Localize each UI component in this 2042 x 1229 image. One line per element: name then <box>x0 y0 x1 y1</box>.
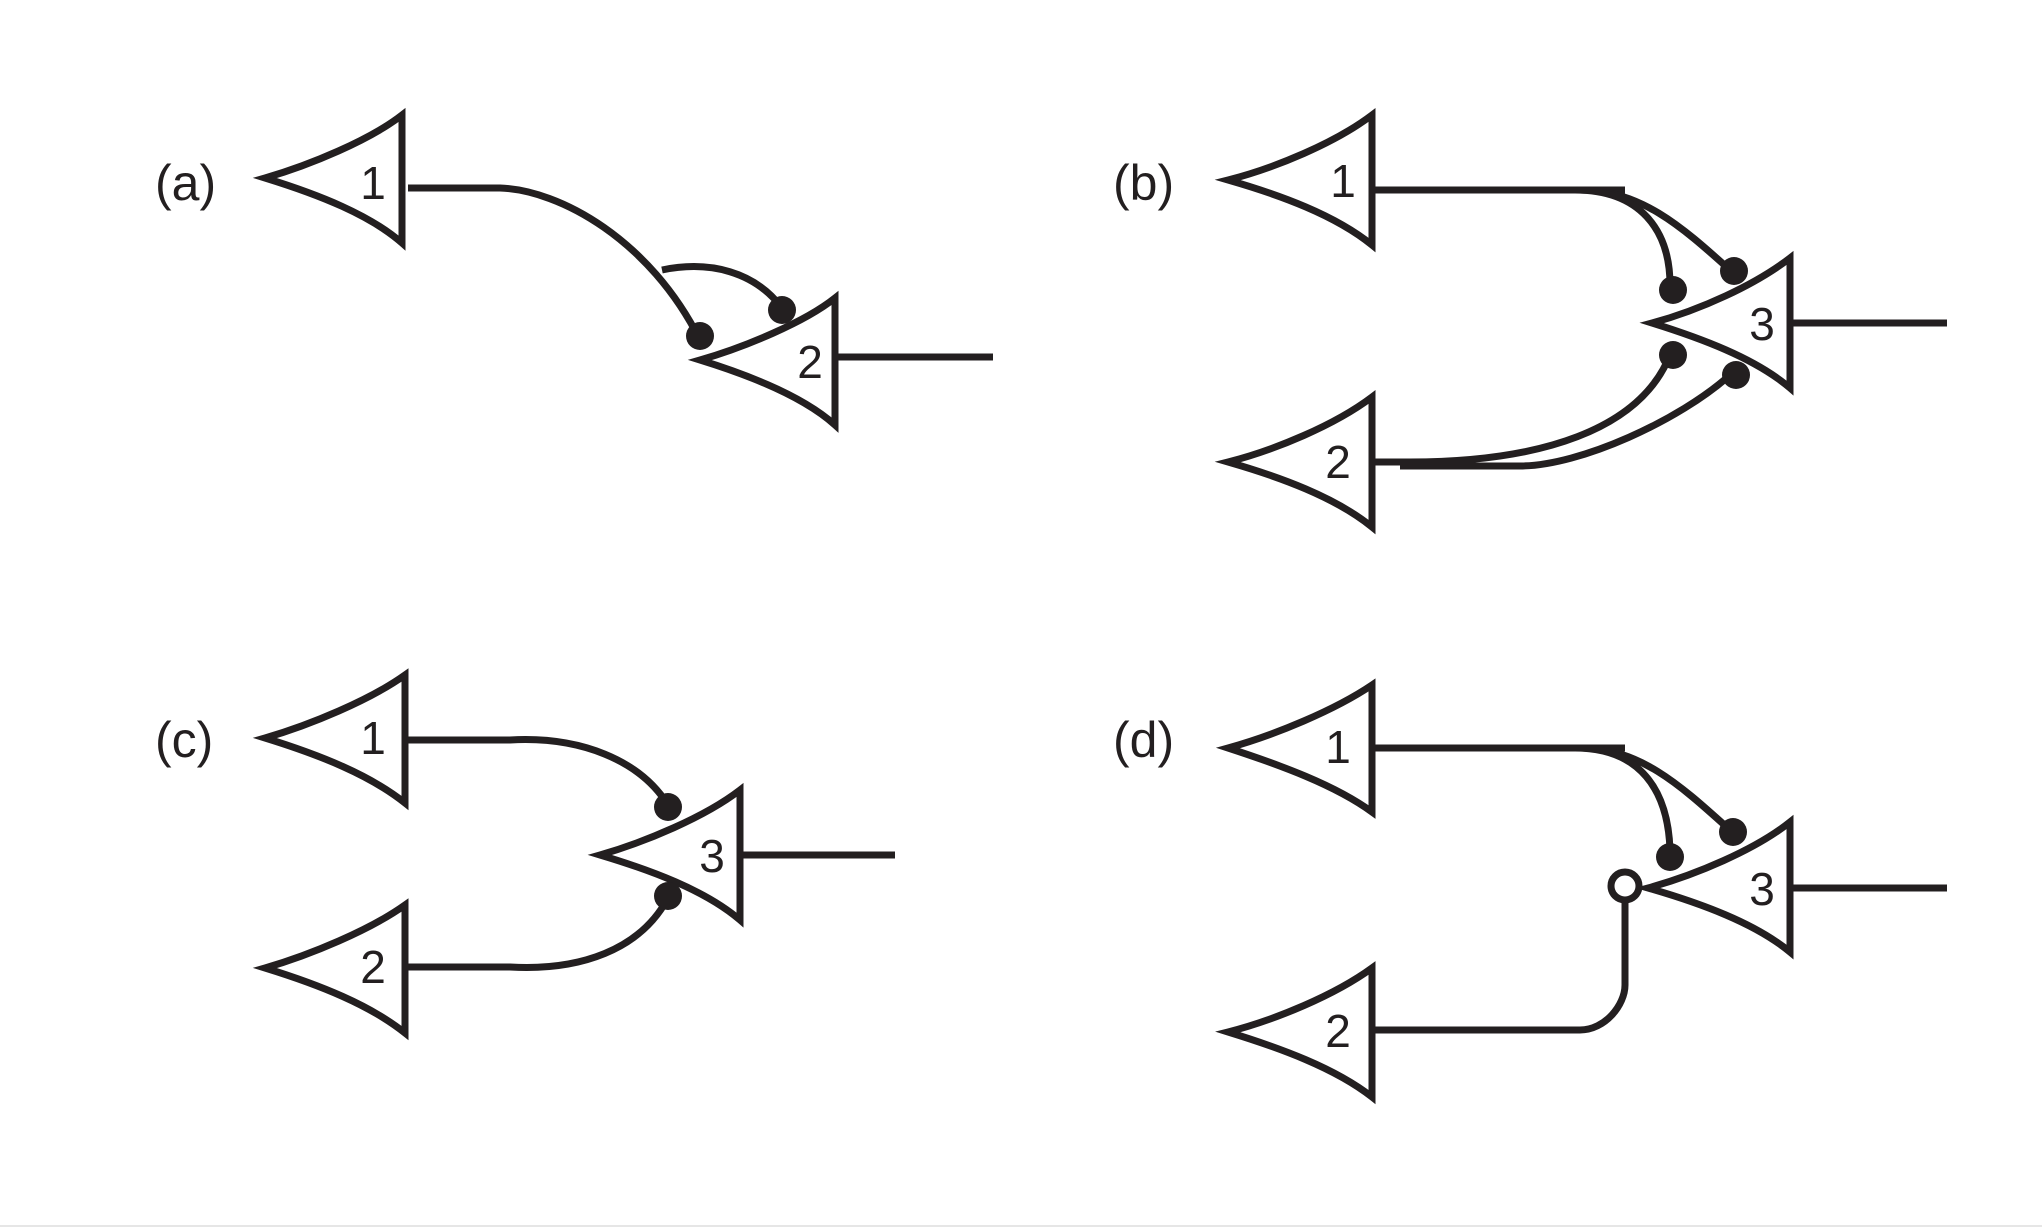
panel-d: (d) 1 2 3 <box>1113 678 1947 1105</box>
panel-a-neuron-2 <box>687 290 839 433</box>
panel-c-neuron-1 <box>252 668 409 811</box>
panel-b-neuron-2 <box>1214 389 1376 535</box>
panel-b: (b) 1 2 3 <box>1113 107 1947 535</box>
panel-a-neuron-2-label: 2 <box>797 336 823 388</box>
panel-b-synapse-2a <box>1659 341 1687 369</box>
panel-c-label: (c) <box>155 712 213 768</box>
panel-b-synapse-1a <box>1720 257 1748 285</box>
panel-a-synapse-2 <box>768 296 796 324</box>
panel-b-neuron-2-label: 2 <box>1325 436 1351 488</box>
panel-b-neuron-1-label: 1 <box>1330 155 1356 207</box>
panel-d-neuron-3 <box>1635 814 1794 960</box>
panel-a-neuron-1-label: 1 <box>360 157 386 209</box>
panel-d-synapse-1a <box>1719 818 1747 846</box>
panel-d-neuron-2-label: 2 <box>1325 1005 1351 1057</box>
panel-b-synapse-1b <box>1659 276 1687 304</box>
panel-c-neuron-1-label: 1 <box>360 712 386 764</box>
panel-a-label: (a) <box>155 155 216 211</box>
bottom-divider <box>0 1225 2042 1227</box>
panel-b-label: (b) <box>1113 155 1174 211</box>
panel-b-axon-1-branch-lower <box>1574 186 1674 286</box>
panel-d-neuron-2 <box>1215 961 1376 1105</box>
panel-a-axon-1-to-2-branch <box>661 263 785 311</box>
panel-a: (a) 1 2 <box>155 107 993 433</box>
panel-c-axon-1 <box>408 736 671 807</box>
panel-a-axon-1-to-2-main <box>408 184 704 342</box>
panel-d-neuron-1-label: 1 <box>1325 721 1351 773</box>
panel-c-neuron-3 <box>587 782 744 928</box>
panel-d-axon-1-branch-lower <box>1574 744 1674 851</box>
panel-c-neuron-2 <box>252 898 409 1041</box>
panel-c-neuron-2-label: 2 <box>360 941 386 993</box>
panel-b-axon-2-branch-lower <box>1400 372 1733 470</box>
panel-c-synapse-2 <box>654 882 682 910</box>
panel-d-axon-2 <box>1372 902 1629 1034</box>
panel-c-axon-2 <box>408 896 672 971</box>
panel-b-synapse-2b <box>1722 361 1750 389</box>
panel-d-neuron-3-label: 3 <box>1749 863 1775 915</box>
panel-b-neuron-1 <box>1214 107 1376 253</box>
panel-c-synapse-1 <box>654 793 682 821</box>
panel-b-neuron-3-label: 3 <box>1749 298 1775 350</box>
panel-c: (c) 1 2 3 <box>155 668 895 1041</box>
panel-d-neuron-1 <box>1215 678 1376 819</box>
panel-b-axon-2-branch-upper <box>1372 353 1674 466</box>
panel-a-synapse-1 <box>686 322 714 350</box>
panel-a-neuron-1 <box>252 107 406 251</box>
panel-b-neuron-3 <box>1639 250 1794 396</box>
panel-c-neuron-3-label: 3 <box>699 830 725 882</box>
panel-d-label: (d) <box>1113 712 1174 768</box>
panel-d-synapse-2-open <box>1607 868 1643 904</box>
panel-d-synapse-1b <box>1656 843 1684 871</box>
